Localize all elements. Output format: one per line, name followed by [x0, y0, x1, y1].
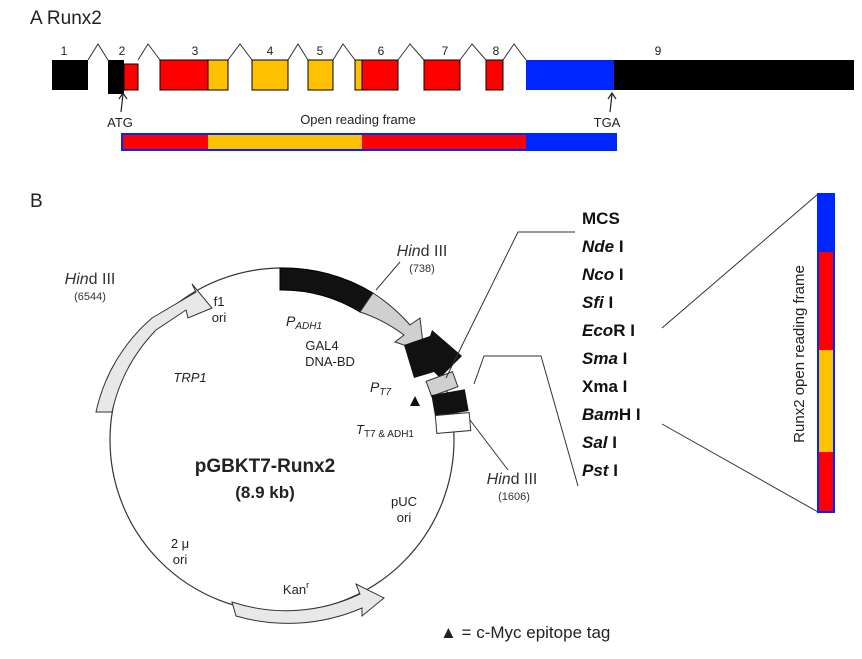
terminator-segment [434, 412, 472, 434]
exon-number: 5 [317, 44, 324, 58]
exon-number: 6 [378, 44, 385, 58]
two-mu-label: 2 μ [171, 536, 189, 551]
exon-number: 2 [119, 44, 126, 58]
exon-number: 1 [61, 44, 68, 58]
two-mu-ori-label: ori [173, 552, 188, 567]
hind-iii-top-label: Hind III [397, 243, 448, 260]
f1-label: f1 [214, 294, 225, 309]
plasmid-size: (8.9 kb) [235, 483, 295, 502]
mcs-item: BamH I [582, 405, 641, 424]
insert-segment-black [431, 389, 469, 417]
hind-iii-left-position: (6544) [74, 291, 106, 303]
padh1-label: PADH1 [286, 313, 322, 332]
codon-markers [118, 91, 617, 113]
f1-ori-label: ori [212, 310, 227, 325]
mcs-item: Sal I [582, 433, 617, 452]
puc-ori-label: ori [397, 510, 412, 525]
puc-label: pUC [391, 494, 417, 509]
mcs-item: Nde I [582, 237, 624, 256]
pt7-arrow [404, 330, 462, 378]
vertical-orf-label: Runx2 open reading frame [791, 265, 808, 443]
mcs-item: MCS [582, 209, 620, 228]
trp1-label: TRP1 [173, 370, 206, 385]
dna-bd-label: DNA-BD [305, 354, 355, 369]
hind-iii-right-line [469, 419, 509, 471]
kan-gene [231, 582, 385, 624]
exon-number: 4 [267, 44, 274, 58]
mcs-item: Pst I [582, 461, 618, 480]
start-codon-label: ATG [107, 115, 133, 130]
stop-codon-label: TGA [594, 115, 621, 130]
pt7-label: PT7 [370, 379, 391, 398]
exon-number: 9 [655, 44, 662, 58]
exon-8 [485, 59, 504, 91]
intron-lines [87, 43, 527, 61]
exon-2-utr [108, 60, 124, 94]
gal4-label: GAL4 [305, 338, 338, 353]
vertical-orf-bar [817, 193, 835, 513]
mcs-item: Nco I [582, 265, 624, 284]
exon-numbers: 1 2 3 4 5 6 7 8 9 [61, 44, 662, 58]
mcs-item: Sfi I [582, 293, 613, 312]
myc-tag-marker [410, 396, 420, 406]
trp1-gene [95, 283, 213, 413]
hind-iii-left-label: Hind III [65, 271, 116, 288]
mcs-list: MCS Nde I Nco I Sfi I EcoR I Sma I Xma I… [582, 209, 641, 480]
hind-iii-top-line [375, 261, 401, 291]
exon-4 [251, 59, 289, 91]
exon-2-cds [123, 63, 139, 91]
mcs-item: EcoR I [582, 321, 635, 340]
padh1-promoter [279, 267, 374, 313]
insert-segment-grey [425, 371, 459, 397]
terminator-label: TT7 & ADH1 [356, 422, 414, 440]
orf-label: Open reading frame [300, 112, 416, 127]
orf-expansion-lines [661, 193, 819, 513]
exon-6-yellow [354, 59, 363, 91]
exon-number: 7 [442, 44, 449, 58]
orf-bar [121, 133, 617, 151]
exon-number: 3 [192, 44, 199, 58]
exon-number: 8 [493, 44, 500, 58]
kan-label: Kanr [283, 580, 309, 597]
mcs-item: Xma I [582, 377, 627, 396]
exon-9-utr [614, 60, 854, 90]
legend-myc-tag: ▲ = c-Myc epitope tag [440, 623, 610, 642]
exon-6-red [361, 59, 399, 91]
exon-3-yellow [207, 59, 229, 91]
plasmid-name: pGBKT7-Runx2 [195, 456, 335, 477]
hind-iii-right-label: Hind III [487, 471, 538, 488]
exon-5 [307, 59, 334, 91]
mcs-item: Sma I [582, 349, 627, 368]
exon-9-cds [526, 60, 614, 90]
mcs-connectors [445, 231, 579, 487]
exon-3-red [159, 59, 209, 91]
exon-7 [423, 59, 461, 91]
panel-b-title: B [30, 191, 43, 212]
panel-a-title: A Runx2 [30, 8, 102, 29]
hind-iii-top-position: (738) [409, 263, 435, 275]
hind-iii-right-position: (1606) [498, 491, 530, 503]
exon-1 [52, 60, 88, 90]
exon-structure [52, 59, 854, 94]
